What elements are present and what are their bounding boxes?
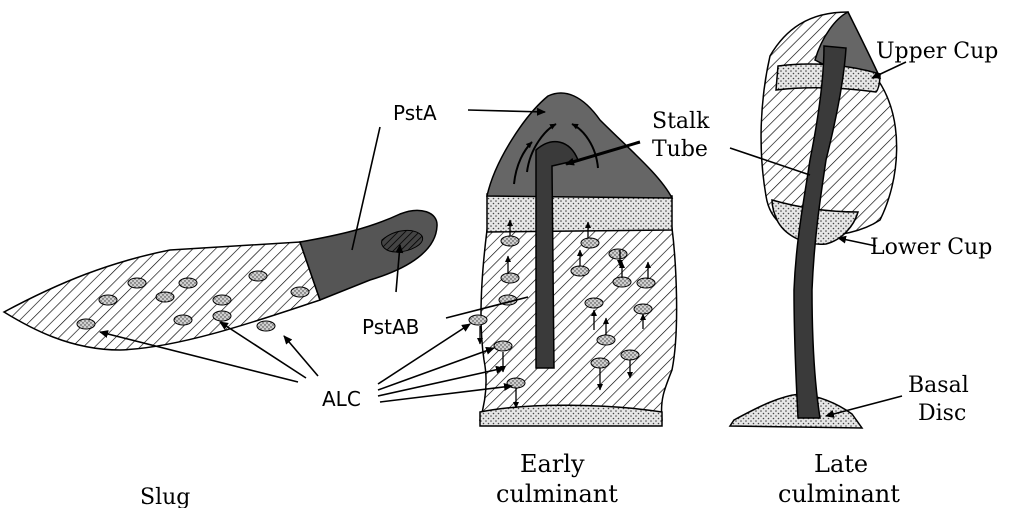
label-stalk: Stalk (652, 109, 710, 134)
label-alc: ALC (322, 387, 361, 411)
label-basal: Basal (908, 373, 969, 398)
early-culminant-figure (469, 93, 677, 426)
stage-late-line1: Late (814, 450, 868, 478)
alc-leader-3 (284, 336, 318, 376)
early-prespore-body (480, 228, 677, 420)
alc-leader-1 (100, 332, 298, 382)
stage-slug: Slug (140, 485, 190, 508)
stage-late-line2: culminant (778, 480, 900, 508)
label-psta: PstA (393, 101, 437, 125)
label-pstab: PstAB (362, 315, 419, 339)
stage-early-line2: culminant (496, 480, 618, 508)
stage-early-line1: Early (520, 450, 585, 478)
label-tube: Tube (652, 137, 708, 162)
label-upper-cup: Upper Cup (876, 39, 998, 64)
early-upper-cup (487, 194, 672, 232)
label-lower-cup: Lower Cup (870, 235, 992, 260)
slug-psta-region (300, 210, 437, 300)
early-basal-disc (480, 405, 662, 426)
late-culminant-figure (730, 12, 897, 428)
label-disc: Disc (918, 401, 966, 426)
